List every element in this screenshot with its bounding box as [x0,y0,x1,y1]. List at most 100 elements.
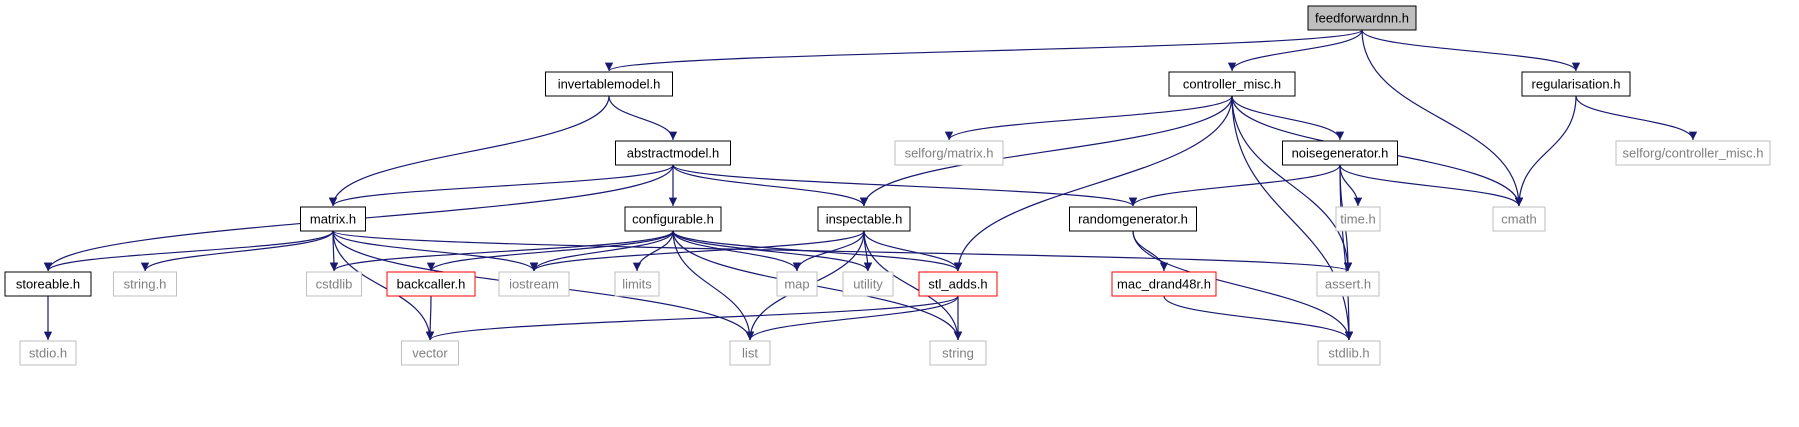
node-feedforwardnn: feedforwardnn.h [1307,5,1417,31]
node-time: time.h [1335,206,1381,232]
edge-matrix-to-storeable [43,230,334,272]
node-box [1335,206,1381,232]
edge-configurable-to-iostream [529,230,674,272]
node-matrix[interactable]: matrix.h [300,206,366,232]
node-inspectable[interactable]: inspectable.h [817,206,911,232]
node-mac_drand48r[interactable]: mac_drand48r.h [1111,271,1217,297]
node-box [624,206,722,232]
header-nodes: feedforwardnn.h invertablemodel.h controll… [4,5,1771,366]
node-iostream: iostream [498,271,570,297]
node-box [401,340,459,366]
node-label: map [784,277,809,292]
edge-stl_adds-to-vector [426,295,959,341]
edge-controller_misc-to-selforg_matrix [944,95,1233,141]
node-box [1069,206,1197,232]
node-limits: limits [614,271,660,297]
node-label: mac_drand48r.h [1117,277,1211,292]
node-box [1307,5,1417,31]
edge-inspectable-to-stl_adds [863,230,963,272]
node-label: matrix.h [310,212,356,227]
edge-regularisation-to-cmath [1514,95,1577,207]
edge-matrix-to-string_h [140,230,334,272]
edge-invertablemodel-to-abstractmodel [608,95,678,141]
edge-noisegenerator-to-randomgenerator [1128,164,1341,207]
node-box [729,340,771,366]
node-label: string [942,346,974,361]
node-label: inspectable.h [826,212,903,227]
node-label: abstractmodel.h [627,146,720,161]
node-label: limits [622,277,652,292]
edge-controller_misc-to-noisegenerator [1231,95,1345,141]
node-label: time.h [1340,212,1375,227]
node-box [918,271,998,297]
node-assert: assert.h [1316,271,1380,297]
node-label: controller_misc.h [1183,77,1281,92]
node-noisegenerator[interactable]: noisegenerator.h [1282,140,1398,166]
node-box [1282,140,1398,166]
edge-configurable-to-limits [632,230,674,272]
edge-inspectable-to-iostream [529,230,865,272]
node-box [614,271,660,297]
node-label: storeable.h [16,277,80,292]
node-list: list [729,340,771,366]
node-string: string [929,340,987,366]
edge-controller_misc-to-stdlib [1231,95,1354,341]
node-label: cmath [1501,212,1536,227]
edge-matrix-to-assert [332,230,1352,272]
node-box [894,140,1004,166]
edge-feedforwardnn-to-controller_misc [1227,29,1363,72]
node-label: backcaller.h [397,277,466,292]
edge-controller_misc-to-assert [1231,95,1353,272]
node-label: assert.h [1325,277,1371,292]
node-box [306,271,362,297]
node-stl_adds[interactable]: stl_adds.h [918,271,998,297]
edge-backcaller-to-vector [425,295,435,341]
node-string_h: string.h [113,271,177,297]
node-cstdlib: cstdlib [306,271,362,297]
node-backcaller[interactable]: backcaller.h [386,271,476,297]
node-label: randomgenerator.h [1078,212,1188,227]
node-box [817,206,911,232]
node-regularisation[interactable]: regularisation.h [1521,71,1631,97]
edge-inspectable-to-map [792,230,865,272]
edge-feedforwardnn-to-regularisation [1361,29,1581,72]
edge-feedforwardnn-to-invertablemodel [605,29,1363,72]
node-label: stdlib.h [1328,346,1369,361]
node-label: noisegenerator.h [1292,146,1389,161]
node-abstractmodel[interactable]: abstractmodel.h [615,140,731,166]
edge-noisegenerator-to-cmath [1339,164,1524,207]
node-label: regularisation.h [1532,77,1621,92]
edge-noisegenerator-to-time [1339,164,1363,207]
edge-configurable-to-stl_adds [672,230,963,272]
node-box [386,271,476,297]
edge-configurable-to-cstdlib [329,230,674,272]
node-box [300,206,366,232]
node-storeable[interactable]: storeable.h [4,271,92,297]
node-label: string.h [124,277,167,292]
node-label: iostream [509,277,559,292]
node-utility: utility [842,271,894,297]
node-label: list [742,346,758,361]
node-label: invertablemodel.h [558,77,661,92]
node-label: feedforwardnn.h [1315,11,1409,26]
node-box [498,271,570,297]
node-box [113,271,177,297]
edge-configurable-to-backcaller [426,230,674,272]
node-configurable[interactable]: configurable.h [624,206,722,232]
node-invertablemodel[interactable]: invertablemodel.h [545,71,673,97]
node-randomgenerator[interactable]: randomgenerator.h [1069,206,1197,232]
node-label: selforg/matrix.h [905,146,994,161]
node-cmath: cmath [1492,206,1546,232]
node-label: selforg/controller_misc.h [1623,146,1764,161]
edge-noisegenerator-to-stdlib [1339,164,1354,341]
node-selforg_controller_misc: selforg/controller_misc.h [1615,140,1771,166]
node-box [19,340,77,366]
node-controller_misc[interactable]: controller_misc.h [1168,71,1296,97]
edge-mac_drand48r-to-stdlib [1163,295,1354,341]
node-box [1615,140,1771,166]
node-selforg_matrix: selforg/matrix.h [894,140,1004,166]
node-box [1521,71,1631,97]
edge-configurable-to-utility [672,230,873,272]
node-box [4,271,92,297]
